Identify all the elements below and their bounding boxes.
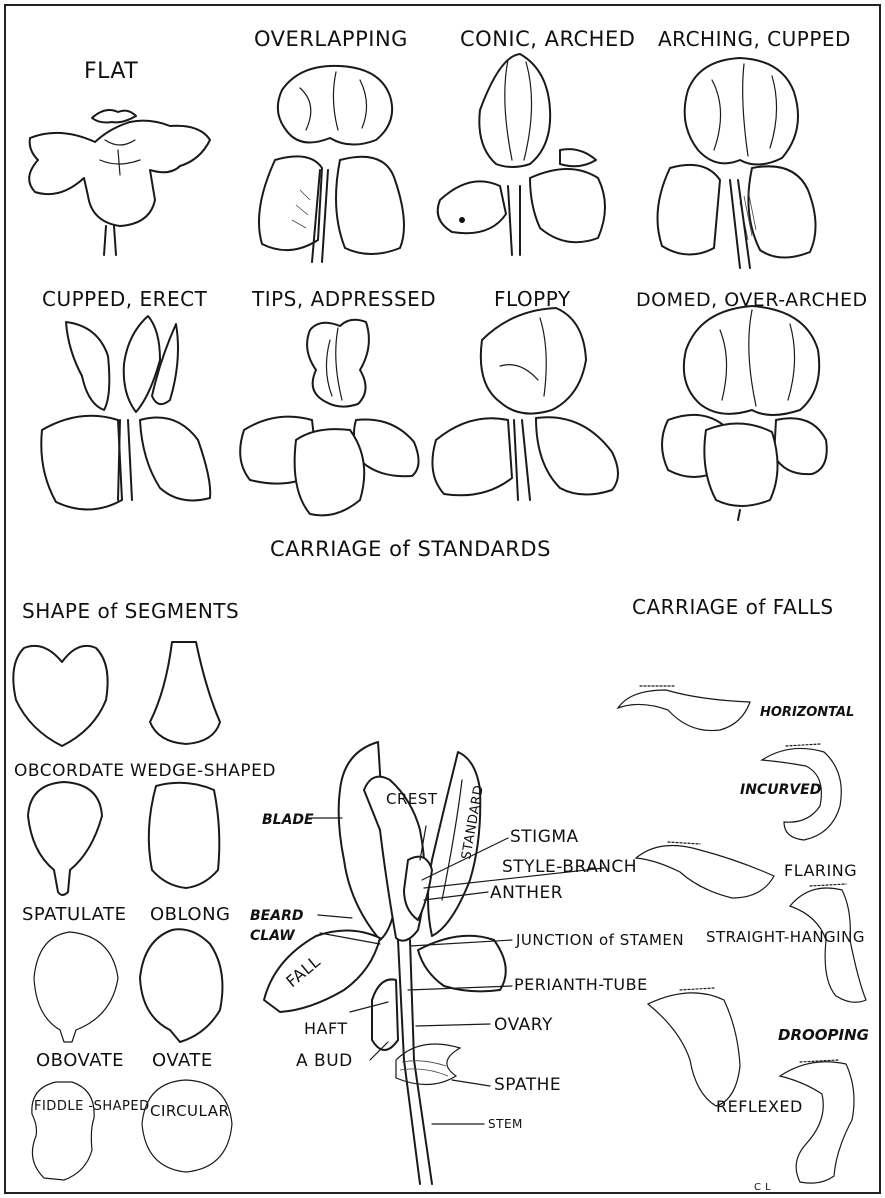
label-haft: HAFT xyxy=(304,1019,348,1038)
flower-arching-cupped xyxy=(658,58,816,268)
label-floppy: FLOPPY xyxy=(494,287,571,311)
label-drooping: DROOPING xyxy=(778,1026,869,1044)
label-overlapping: OVERLAPPING xyxy=(254,27,408,51)
label-style-branch: STYLE-BRANCH xyxy=(502,857,637,877)
segment-fiddle-shaped xyxy=(32,1082,94,1180)
fall-flaring xyxy=(636,842,774,898)
segments-labels: SHAPE of SEGMENTS OBCORDATE WEDGE-SHAPED… xyxy=(14,599,276,1120)
segment-ovate xyxy=(140,929,222,1042)
label-arching-cupped: ARCHING, CUPPED xyxy=(658,27,851,51)
label-crest: CREST xyxy=(386,790,438,808)
flower-overlapping xyxy=(259,66,404,262)
fall-drooping xyxy=(648,988,740,1106)
label-claw: CLAW xyxy=(250,928,295,944)
fall-reflexed xyxy=(780,1060,854,1183)
label-perianth-tube: PERIANTH-TUBE xyxy=(514,975,648,994)
segment-wedge-shaped xyxy=(150,642,220,744)
label-ovary: OVARY xyxy=(494,1015,553,1035)
label-anther: ANTHER xyxy=(490,883,563,903)
segment-obcordate xyxy=(13,646,107,746)
title-shape-of-segments: SHAPE of SEGMENTS xyxy=(22,599,239,623)
label-circular: CIRCULAR xyxy=(150,1102,229,1120)
fall-horizontal xyxy=(618,686,750,731)
flower-conic-arched xyxy=(438,54,605,255)
caption-carriage-of-standards: CARRIAGE of STANDARDS xyxy=(270,537,551,561)
label-oblong: OBLONG xyxy=(150,904,230,925)
label-blade: BLADE xyxy=(262,812,314,828)
segment-spatulate xyxy=(28,782,102,895)
label-ovate: OVATE xyxy=(152,1050,213,1071)
artist-signature: C L xyxy=(754,1182,771,1193)
label-flat: FLAT xyxy=(84,59,138,84)
label-fiddle-shaped: FIDDLE -SHAPED xyxy=(34,1099,150,1114)
label-domed-over-arched: DOMED, OVER-ARCHED xyxy=(636,289,868,311)
label-obovate: OBOVATE xyxy=(36,1050,124,1071)
flower-cupped-erect xyxy=(41,316,210,510)
segment-oblong xyxy=(149,783,220,888)
label-junction: JUNCTION of STAMEN xyxy=(515,931,684,949)
label-wedge-shaped: WEDGE-SHAPED xyxy=(130,761,276,781)
label-conic-arched: CONIC, ARCHED xyxy=(460,27,635,51)
segment-obovate xyxy=(34,932,118,1042)
falls-labels: CARRIAGE of FALLS HORIZONTAL INCURVED FL… xyxy=(632,595,869,1116)
flower-floppy xyxy=(432,308,618,500)
label-beard: BEARD xyxy=(250,908,303,924)
label-flaring: FLARING xyxy=(784,861,857,880)
flower-tips-adpressed xyxy=(240,320,418,516)
label-reflexed: REFLEXED xyxy=(716,1097,803,1116)
label-obcordate: OBCORDATE xyxy=(14,761,125,781)
label-incurved: INCURVED xyxy=(740,782,821,798)
flower-flat xyxy=(29,110,210,255)
label-stigma: STIGMA xyxy=(510,827,579,847)
flower-domed-over-arched xyxy=(662,306,827,520)
label-tips-adpressed: TIPS, ADPRESSED xyxy=(251,287,436,311)
label-cupped-erect: CUPPED, ERECT xyxy=(42,287,208,311)
segment-circular xyxy=(142,1080,232,1172)
label-a-bud: A BUD xyxy=(296,1051,353,1071)
label-spathe: SPATHE xyxy=(494,1075,561,1095)
label-spatulate: SPATULATE xyxy=(22,904,126,925)
label-straight-hanging: STRAIGHT-HANGING xyxy=(706,928,865,946)
title-carriage-of-falls: CARRIAGE of FALLS xyxy=(632,595,834,619)
label-stem: STEM xyxy=(488,1117,523,1131)
label-horizontal: HORIZONTAL xyxy=(760,705,854,720)
